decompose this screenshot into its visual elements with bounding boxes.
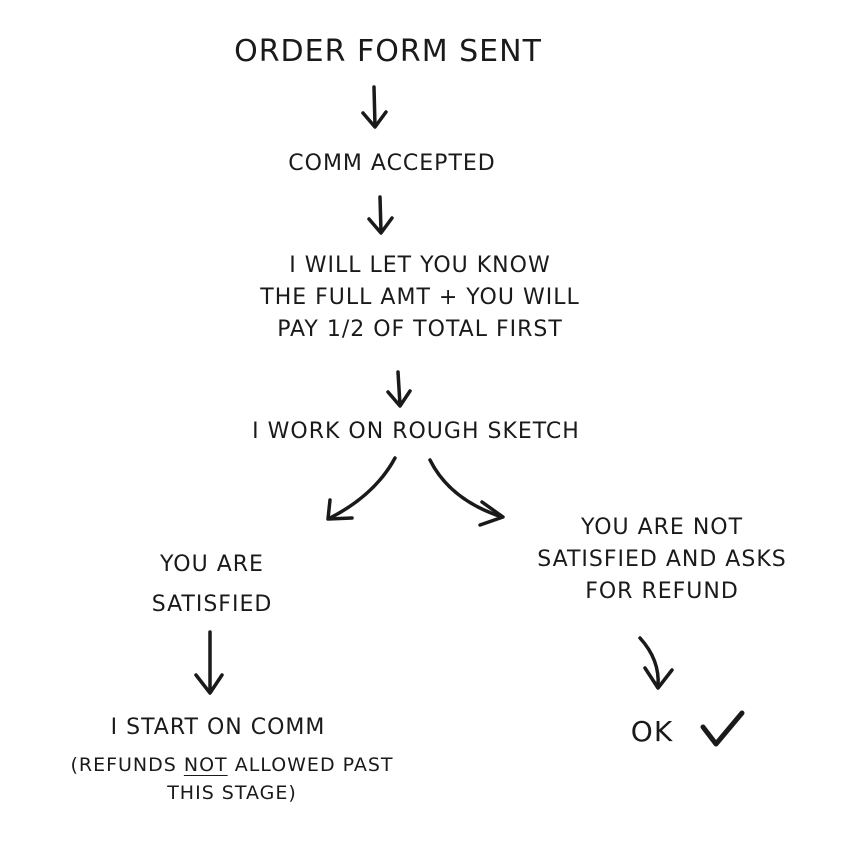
node-payment-terms: I will let you know the full amt + you w…: [260, 250, 579, 346]
node-satisfied: You are satisfied: [152, 545, 273, 624]
refund-note-line-1: (refunds not allowed past: [70, 752, 393, 780]
node-not-satisfied: You are not satisfied and asks for refun…: [537, 512, 786, 608]
not-satisfied-line-2: satisfied and asks: [537, 546, 787, 572]
arrow-down-icon: [361, 85, 388, 129]
satisfied-line-2: satisfied: [151, 591, 273, 617]
satisfied-line-1: You are: [160, 552, 264, 577]
node-start-comm: I start on comm: [110, 715, 326, 740]
arrow-right-branch-icon: [428, 458, 505, 527]
checkmark-icon: [700, 710, 745, 747]
node-ok: OK: [630, 715, 674, 748]
refund-note: (refunds not allowed past this stage): [70, 752, 393, 807]
arrow-down-icon: [194, 630, 224, 695]
node-rough-sketch: I work on rough sketch: [252, 419, 580, 444]
refund-note-rest: allowed past: [234, 754, 394, 776]
not-satisfied-line-3: for refund: [585, 578, 739, 604]
not-satisfied-line-1: You are not: [580, 515, 744, 540]
refund-note-line-2: this stage): [167, 781, 297, 804]
node-comm-accepted: Comm accepted: [288, 151, 496, 176]
payment-line-1: I will let you know: [289, 253, 551, 278]
arrow-down-icon: [386, 370, 412, 408]
refund-note-open: (refunds: [70, 754, 177, 776]
payment-line-3: pay 1/2 of total first: [277, 316, 563, 342]
arrow-curved-down-icon: [638, 636, 674, 690]
payment-line-2: the full amt + you will: [260, 284, 580, 310]
refund-note-emphasis: not: [183, 754, 228, 776]
arrow-down-icon: [367, 195, 394, 235]
arrow-left-branch-icon: [326, 456, 397, 521]
node-order-form-sent: Order form sent: [234, 34, 542, 69]
